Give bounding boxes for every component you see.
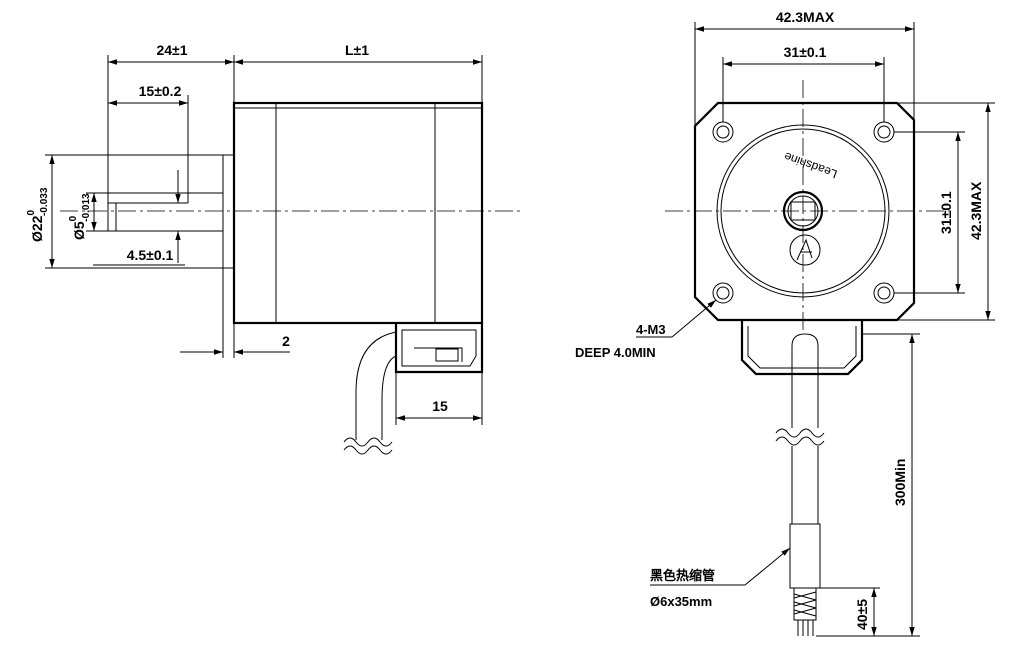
dim-flat-depth: 4.5±0.1 bbox=[127, 247, 174, 263]
note-holes: 4-M3 bbox=[636, 322, 666, 337]
side-view: 24±1 L±1 15±0.2 Ø220-0.033 Ø50-0.013 4.5… bbox=[26, 42, 520, 455]
dim-boss-height: 2 bbox=[282, 333, 290, 349]
dim-shaft-diameter: Ø50-0.013 bbox=[68, 193, 92, 240]
shaft bbox=[107, 192, 224, 232]
note-holes-depth: DEEP 4.0MIN bbox=[575, 345, 656, 360]
boss bbox=[222, 154, 235, 269]
note-sleeve-size: Ø6x35mm bbox=[650, 594, 712, 609]
brand-label: Leadshine bbox=[782, 149, 839, 181]
dim-outer-height: 42.3MAX bbox=[968, 181, 984, 240]
dim-body-length: L±1 bbox=[345, 42, 369, 58]
dim-strip-length: 40±5 bbox=[854, 599, 870, 630]
dim-shaft-length: 24±1 bbox=[156, 42, 187, 58]
lead-wires bbox=[343, 331, 397, 455]
heat-shrink-sleeve bbox=[789, 523, 821, 589]
stripped-wires bbox=[793, 587, 817, 621]
dim-outer-width: 42.3MAX bbox=[776, 9, 835, 25]
mounting-holes bbox=[712, 121, 895, 304]
dim-boss-diameter: Ø220-0.033 bbox=[26, 187, 50, 242]
cable bbox=[775, 333, 825, 636]
dim-lead-length: 300Min bbox=[892, 459, 908, 506]
front-view: Leadshine bbox=[575, 9, 995, 637]
note-sleeve: 黑色热缩管 bbox=[650, 568, 715, 583]
front-connector bbox=[740, 320, 864, 376]
connector bbox=[394, 323, 484, 374]
brand-logo bbox=[789, 234, 821, 266]
dim-connector-width: 15 bbox=[432, 398, 448, 414]
motor-body bbox=[232, 101, 484, 325]
dim-hole-spacing-v: 31±0.1 bbox=[938, 191, 954, 234]
dim-hole-spacing-h: 31±0.1 bbox=[784, 44, 827, 60]
dim-flat-length: 15±0.2 bbox=[139, 83, 182, 99]
